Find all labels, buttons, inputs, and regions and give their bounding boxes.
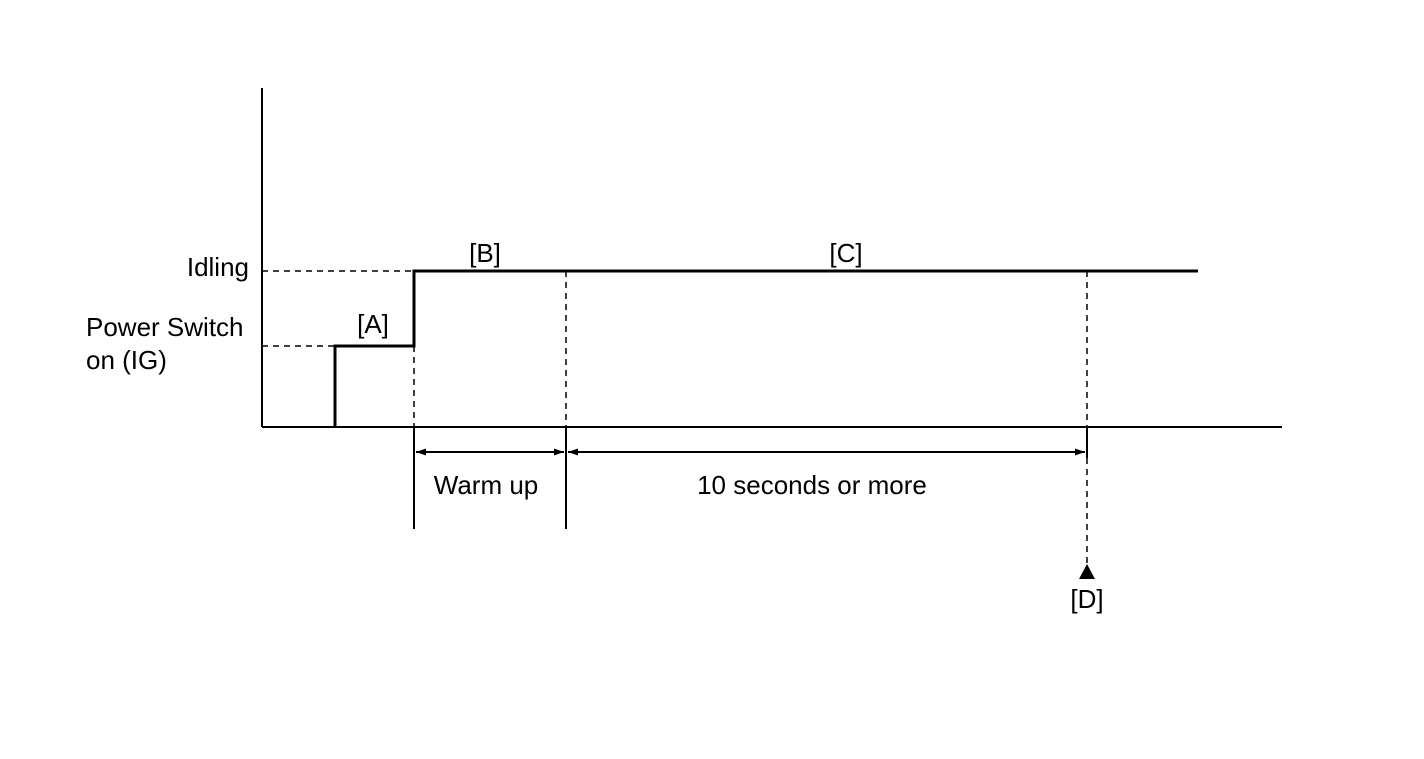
power-switch-label-line2: on (IG) <box>86 345 167 375</box>
stage-a-label: [A] <box>357 309 389 339</box>
warm-up-label: Warm up <box>434 470 539 500</box>
point-d-arrow-icon <box>1079 564 1095 579</box>
stage-b-label: [B] <box>469 238 501 268</box>
ten-seconds-label: 10 seconds or more <box>697 470 927 500</box>
power-switch-label-line1: Power Switch <box>86 312 244 342</box>
stage-d-label: [D] <box>1070 584 1103 614</box>
stage-c-label: [C] <box>829 238 862 268</box>
idling-label: Idling <box>187 252 249 282</box>
signal-trace <box>333 269 1198 427</box>
